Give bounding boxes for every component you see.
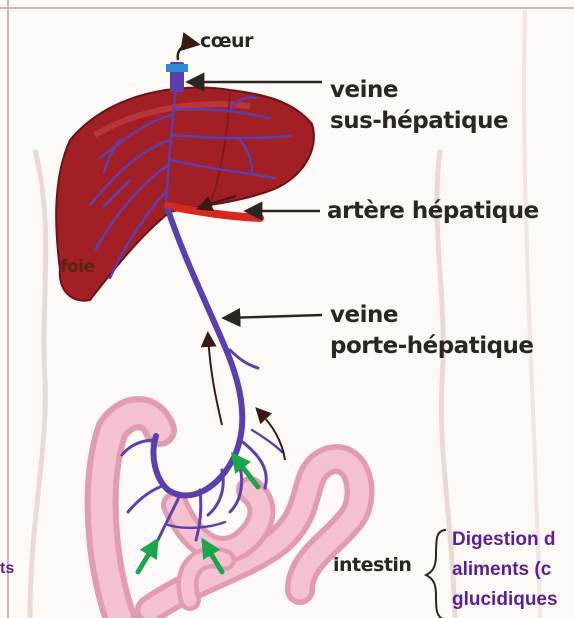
label-veine-sus-hepatique-line2: sus-hépatique — [330, 106, 508, 137]
label-intestin: intestin — [333, 554, 411, 576]
vein-cap — [166, 64, 188, 72]
annotation-digestion-line2: aliments (c — [452, 555, 558, 585]
label-veine-sus-hepatique: veine sus-hépatique — [330, 75, 508, 137]
label-foie: foie — [60, 257, 94, 277]
label-veine-porte-hepatique: veine porte-hépatique — [330, 300, 534, 362]
label-veine-sus-hepatique-line1: veine — [330, 75, 508, 106]
label-veine-porte-line2: porte-hépatique — [330, 331, 534, 362]
annotation-left-fragment: ts — [0, 554, 14, 584]
label-veine-porte-line1: veine — [330, 300, 534, 331]
annotation-digestion-line3: glucidiques — [452, 585, 558, 615]
annotation-digestion: Digestion d aliments (c glucidiques — [452, 525, 558, 615]
annotation-digestion-line1: Digestion d — [452, 525, 558, 555]
label-artere-hepatique: artère hépatique — [327, 196, 539, 227]
label-coeur: cœur — [200, 30, 253, 52]
